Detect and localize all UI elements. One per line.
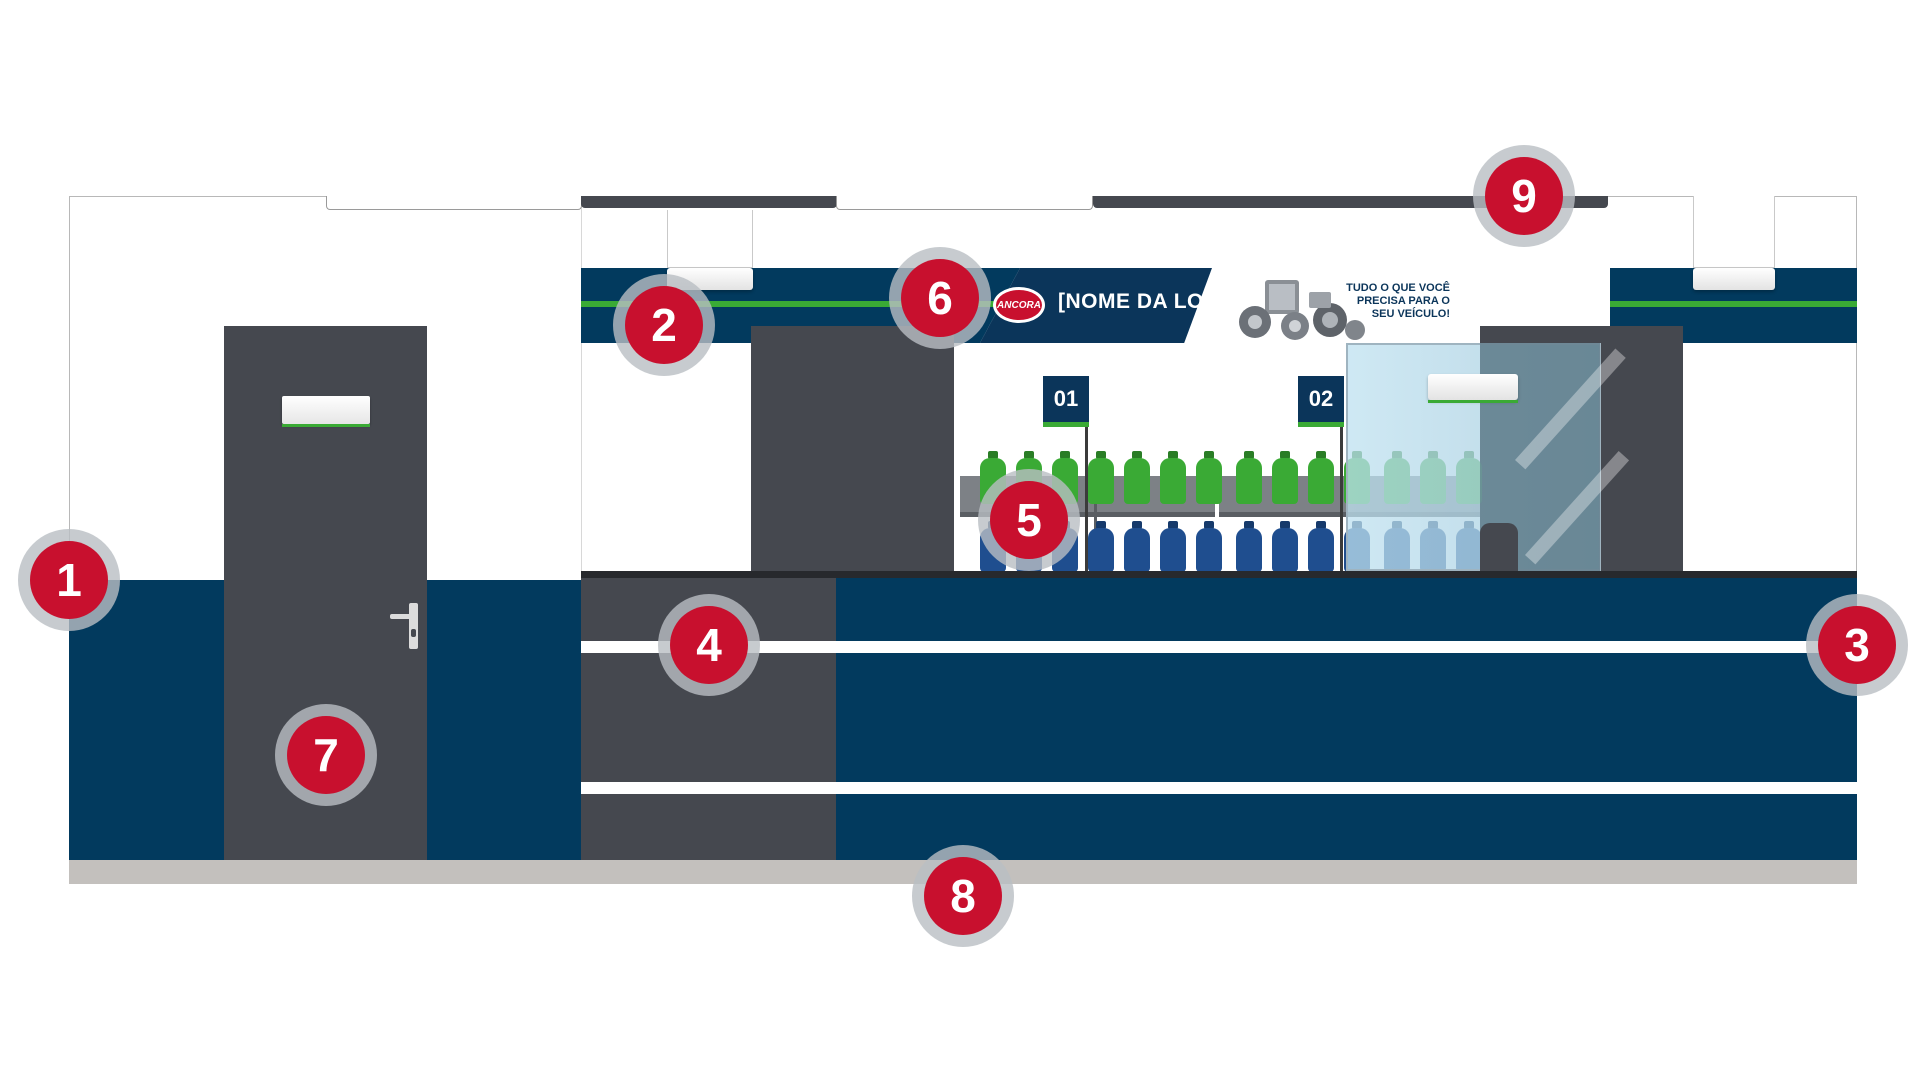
shelf-sign-02: 02: [1298, 376, 1344, 422]
ceiling-trim-left: [326, 196, 582, 210]
marker-1: 1: [18, 529, 120, 631]
shelf-sign-02-pole: [1340, 427, 1343, 571]
oil-bottle-green-cap: [988, 451, 998, 459]
marker-5: 5: [978, 469, 1080, 571]
marker-7-label: 7: [287, 716, 365, 794]
oil-bottle-blue: [1088, 528, 1114, 572]
oil-bottle-green: [1196, 458, 1222, 504]
marker-2-label: 2: [625, 286, 703, 364]
light-mount-left: [667, 210, 753, 268]
marker-8: 8: [912, 845, 1014, 947]
marker-3-label: 3: [1818, 606, 1896, 684]
window-light: [1428, 374, 1518, 400]
shelf-sign-02-stripe: [1298, 422, 1344, 427]
oil-bottle-blue: [1272, 528, 1298, 572]
oil-bottle-blue: [1160, 528, 1186, 572]
marker-7: 7: [275, 704, 377, 806]
oil-bottle-green-cap: [1132, 451, 1142, 459]
marker-9: 9: [1473, 145, 1575, 247]
marker-4: 4: [658, 594, 760, 696]
counter-top: [581, 571, 1857, 578]
interior-pillar-left: [751, 326, 954, 571]
marker-2: 2: [613, 274, 715, 376]
oil-bottle-blue: [1196, 528, 1222, 572]
wall-divider: [581, 196, 582, 580]
door-sign-stripe: [282, 424, 370, 427]
oil-bottle-green: [1160, 458, 1186, 504]
marker-1-label: 1: [30, 541, 108, 619]
door-handle-lever: [390, 614, 413, 619]
shelf-sign-01-pole: [1085, 427, 1088, 571]
shelf-sign-01-stripe: [1043, 422, 1089, 427]
light-fixture-right: [1693, 268, 1775, 290]
marker-5-label: 5: [990, 481, 1068, 559]
ceiling-trim-dark-1: [581, 196, 837, 208]
ancora-logo-icon: ANCORA: [993, 287, 1045, 323]
oil-bottle-green-cap: [1280, 451, 1290, 459]
oil-bottle-blue: [1308, 528, 1334, 572]
auto-parts-image-icon: [1239, 280, 1365, 340]
banner-tagline: TUDO O QUE VOCÊ PRECISA PARA O SEU VEÍCU…: [1346, 282, 1450, 320]
marker-6: 6: [889, 247, 991, 349]
oil-bottle-blue: [1124, 528, 1150, 572]
shelf-divider: [1215, 476, 1219, 571]
oil-bottle-green: [1088, 458, 1114, 504]
store-name: [NOME DA LOJA]: [1058, 290, 1240, 313]
marker-4-label: 4: [670, 606, 748, 684]
oil-bottle-blue-cap: [1132, 521, 1142, 529]
marker-8-label: 8: [924, 857, 1002, 935]
oil-bottle-green-cap: [1204, 451, 1214, 459]
shelf-sign-01: 01: [1043, 376, 1089, 422]
counter-main-panel: [836, 578, 1857, 860]
oil-bottle-green: [1236, 458, 1262, 504]
oil-bottle-green-cap: [1024, 451, 1034, 459]
oil-bottle-green: [1272, 458, 1298, 504]
oil-bottle-blue-cap: [1244, 521, 1254, 529]
window-light-stripe: [1428, 400, 1518, 403]
oil-bottle-green: [1308, 458, 1334, 504]
pass-through-opening: [1480, 523, 1518, 571]
oil-bottle-green-cap: [1168, 451, 1178, 459]
door-keyhole: [411, 629, 416, 637]
oil-bottle-blue: [1236, 528, 1262, 572]
oil-bottle-blue-cap: [1316, 521, 1326, 529]
light-mount-right: [1693, 196, 1775, 268]
oil-bottle-green-cap: [1316, 451, 1326, 459]
counter-stripe-lower: [581, 782, 1857, 794]
door-handle-icon: [409, 603, 418, 649]
shelf-edge: [960, 512, 1480, 517]
shelf-post: [1094, 476, 1097, 571]
marker-6-label: 6: [901, 259, 979, 337]
door-sign: [282, 396, 370, 424]
oil-bottle-blue-cap: [1096, 521, 1106, 529]
oil-bottle-green-cap: [1060, 451, 1070, 459]
marker-9-label: 9: [1485, 157, 1563, 235]
oil-bottle-blue-cap: [1280, 521, 1290, 529]
oil-bottle-blue-cap: [1204, 521, 1214, 529]
oil-bottle-green-cap: [1244, 451, 1254, 459]
ceiling-trim-white-2: [836, 196, 1093, 210]
oil-bottle-blue-cap: [1168, 521, 1178, 529]
oil-bottle-green: [1124, 458, 1150, 504]
oil-bottle-green-cap: [1096, 451, 1106, 459]
counter-stripe-upper: [581, 641, 1857, 653]
marker-3: 3: [1806, 594, 1908, 696]
